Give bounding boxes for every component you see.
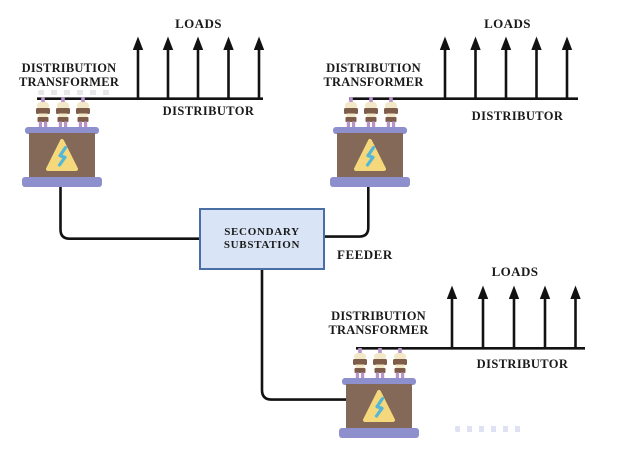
distributor-label: DISTRIBUTOR xyxy=(471,109,564,123)
transformer-label-line2: TRANSFORMER xyxy=(328,322,429,337)
distribution-transformer-icon xyxy=(22,97,102,189)
transformer-label: DISTRIBUTION TRANSFORMER xyxy=(328,309,429,337)
wire-topright-to-substation xyxy=(323,183,370,238)
feeder-label: FEEDER xyxy=(337,247,393,262)
watermark-remnant xyxy=(455,426,523,432)
distributor-label: DISTRIBUTOR xyxy=(476,357,569,371)
transformer-label: DISTRIBUTION TRANSFORMER xyxy=(323,61,424,89)
transformer-label-line2: TRANSFORMER xyxy=(323,74,424,89)
wire-topleft-to-substation xyxy=(59,183,201,240)
transformer-label-line1: DISTRIBUTION xyxy=(326,61,421,75)
transformer-label-line1: DISTRIBUTION xyxy=(331,309,426,323)
distribution-transformer-icon xyxy=(339,348,419,440)
load-arrows-top-right xyxy=(439,36,573,100)
load-arrows-bottom-right xyxy=(446,285,581,350)
substation-label-line1: SECONDARY xyxy=(224,226,300,238)
loads-label: LOADS xyxy=(484,16,531,31)
loads-label: LOADS xyxy=(175,16,222,31)
transformer-label-line2: TRANSFORMER xyxy=(18,74,120,89)
transformer-label: DISTRIBUTION TRANSFORMER xyxy=(18,61,120,89)
secondary-substation-box: SECONDARY SUBSTATION xyxy=(199,208,325,270)
watermark-remnant xyxy=(38,90,110,95)
transformer-label-line1: DISTRIBUTION xyxy=(21,61,117,75)
substation-label-line2: SUBSTATION xyxy=(223,239,301,251)
distributor-label: DISTRIBUTOR xyxy=(162,104,255,118)
load-arrows-top-left xyxy=(132,36,265,100)
loads-label: LOADS xyxy=(491,264,539,279)
distribution-transformer-icon xyxy=(330,97,410,189)
wire-substation-to-bottomright xyxy=(260,268,348,401)
